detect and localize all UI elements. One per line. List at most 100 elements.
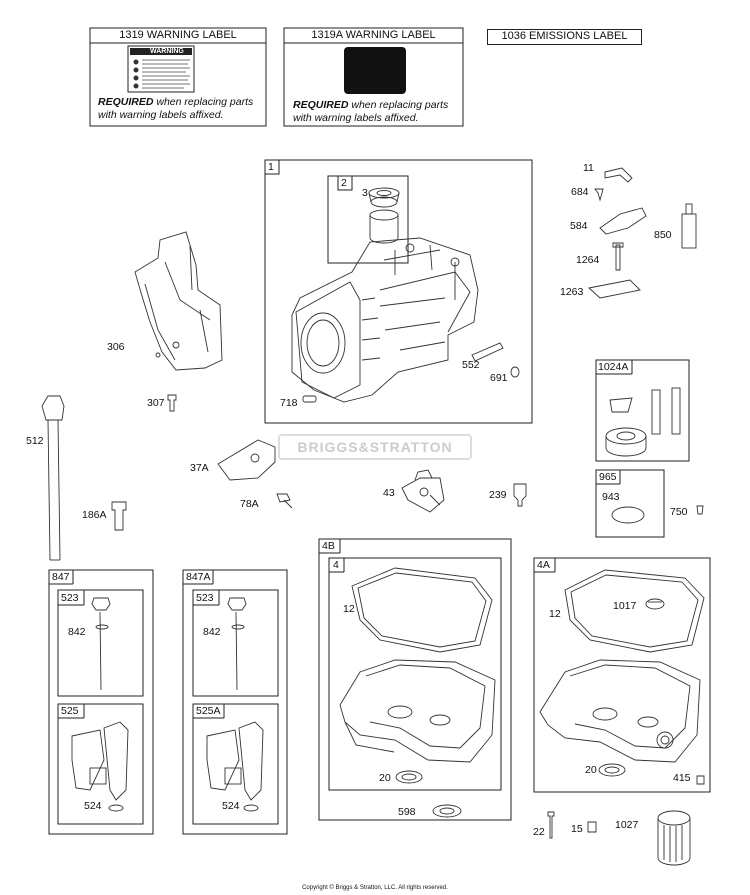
warning-label-1319a-title: 1319A WARNING LABEL [311, 29, 436, 41]
screw-307 [167, 394, 177, 412]
seal-20-right [598, 763, 626, 777]
oil-filter-1027 [657, 810, 691, 866]
part-label-524-right: 524 [222, 800, 240, 812]
sump-4a-box [533, 557, 711, 793]
part-label-12-right: 12 [549, 608, 561, 620]
box-label-525a: 525A [196, 705, 221, 717]
warning-sticker-thumbnail [127, 45, 195, 93]
plug-415 [696, 775, 705, 785]
part-label-750: 750 [670, 506, 688, 518]
screw-750 [696, 505, 704, 515]
governor-assembly [401, 469, 445, 513]
warning-label-1319a-box [283, 27, 464, 127]
box-label-4: 4 [333, 559, 339, 571]
box-label-4b: 4B [322, 540, 335, 552]
part-label-684: 684 [571, 186, 589, 198]
plug-15 [587, 821, 597, 833]
sump-gasket-12-right [564, 569, 705, 653]
part-label-1027: 1027 [615, 819, 639, 831]
box-label-965: 965 [599, 471, 617, 483]
warning-label-1319a-image [344, 47, 406, 94]
briggs-stratton-watermark: BRIGGS&STRATTON [278, 434, 472, 460]
part-label-37a: 37A [190, 462, 209, 474]
dipstick-tube [41, 395, 65, 561]
dipstick-tube-525a [206, 721, 264, 812]
pin-552 [471, 342, 504, 362]
dipstick-847a [227, 597, 247, 691]
tool-kit-1024a-parts [605, 387, 681, 457]
part-label-842-left: 842 [68, 626, 86, 638]
required-text: when replacing parts [153, 96, 254, 108]
part-label-1017: 1017 [613, 600, 637, 612]
part-label-307: 307 [147, 397, 165, 409]
sealant-tube-850 [681, 203, 697, 249]
box-label-523-right: 523 [196, 592, 214, 604]
dipstick-kit-847-box [48, 569, 154, 835]
part-label-718: 718 [280, 397, 298, 409]
part-label-512: 512 [26, 435, 44, 447]
copyright-notice: Copyright © Briggs & Stratton, LLC. All … [302, 885, 448, 891]
bearing-kit-box [327, 175, 409, 264]
required-note-1319: REQUIRED when replacing parts with warni… [98, 96, 253, 122]
box-label-4a: 4A [537, 559, 550, 571]
part-label-850: 850 [654, 229, 672, 241]
dipstick-847 [91, 597, 111, 691]
guard-584 [599, 207, 647, 235]
required-text: when replacing parts [348, 99, 449, 111]
sump-kit-4b-box [318, 538, 512, 821]
seal-20-left [395, 770, 423, 784]
part-label-598: 598 [398, 806, 416, 818]
part-label-12-left: 12 [343, 603, 355, 615]
part-label-1263: 1263 [560, 286, 584, 298]
box-label-1024a: 1024A [598, 361, 629, 373]
screw-78a [276, 493, 293, 509]
part-label-842-right: 842 [203, 626, 221, 638]
sump-gasket-12-left [351, 567, 493, 653]
part-label-1264: 1264 [576, 254, 600, 266]
part-label-691: 691 [490, 372, 508, 384]
box-label-523-left: 523 [61, 592, 79, 604]
required-text-line2: with warning labels affixed. [98, 109, 224, 121]
part-label-552: 552 [462, 359, 480, 371]
part-label-3: 3 [362, 187, 368, 199]
box-label-2: 2 [341, 177, 347, 189]
dowel-718 [302, 395, 317, 403]
air-guide-shroud [134, 231, 223, 371]
engine-block [291, 237, 479, 403]
bearing-seal [368, 187, 400, 208]
part-label-20-left: 20 [379, 772, 391, 784]
part-label-415: 415 [673, 772, 691, 784]
nut-691 [510, 366, 520, 378]
required-note-1319a: REQUIRED when replacing parts with warni… [293, 99, 448, 125]
screw-684 [594, 188, 604, 202]
part-label-239: 239 [489, 489, 507, 501]
oil-pressure-switch [513, 483, 527, 507]
part-label-306: 306 [107, 341, 125, 353]
part-label-22: 22 [533, 826, 545, 838]
warning-label-1319-box [89, 27, 267, 127]
short-block-box [264, 159, 533, 424]
tube-11 [604, 167, 633, 183]
part-label-15: 15 [571, 823, 583, 835]
part-label-11: 11 [583, 162, 594, 174]
box-label-525: 525 [61, 705, 79, 717]
plug-1017 [645, 598, 665, 610]
box-label-1: 1 [268, 161, 274, 173]
box-label-847a: 847A [186, 571, 211, 583]
gasket-kit-965-box [595, 469, 665, 538]
part-label-43: 43 [383, 487, 395, 499]
bracket-37a [217, 439, 276, 481]
seal-598 [432, 804, 462, 818]
fitting-186a [111, 501, 127, 531]
dipstick-tube-525 [71, 721, 129, 812]
plate-1263 [588, 279, 641, 299]
part-label-78a: 78A [240, 498, 259, 510]
bearing-sleeve [369, 209, 399, 244]
part-label-20-right: 20 [585, 764, 597, 776]
dipstick-kit-847a-box [182, 569, 288, 835]
part-label-524-left: 524 [84, 800, 102, 812]
part-label-186a: 186A [82, 509, 107, 521]
required-word: REQUIRED [98, 96, 154, 108]
required-word: REQUIRED [293, 99, 349, 111]
part-label-584: 584 [570, 220, 588, 232]
